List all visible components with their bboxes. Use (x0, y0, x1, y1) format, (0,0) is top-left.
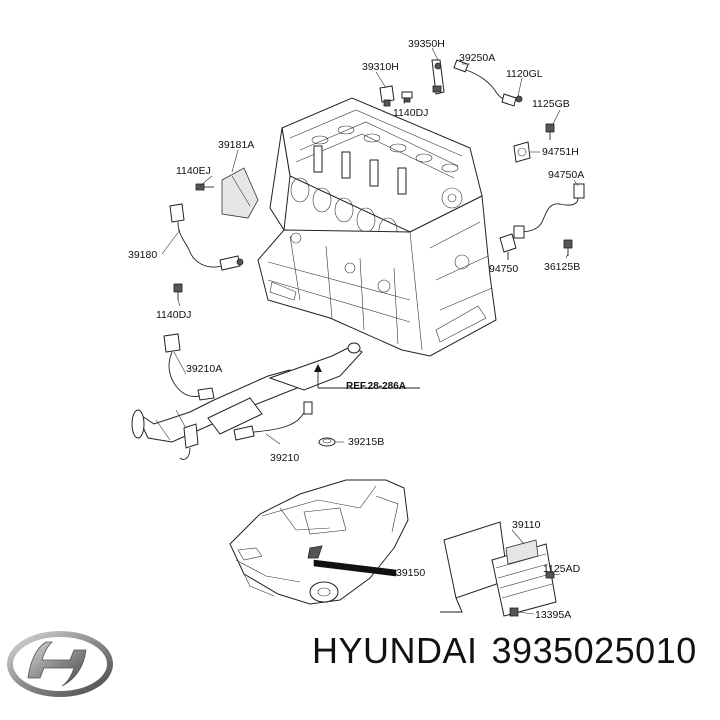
label-39210: 39210 (270, 452, 299, 464)
label-39250a: 39250A (459, 52, 495, 64)
part-title: HYUNDAI 3935025010 (312, 630, 711, 672)
exhaust-pipe (131, 342, 363, 443)
sensor-39310h (379, 85, 395, 107)
brand-name: HYUNDAI (312, 630, 478, 671)
label-1140ej: 1140EJ (176, 165, 211, 177)
engine-block (257, 97, 497, 357)
label-13395a: 13395A (535, 609, 571, 621)
label-39181a: 39181A (218, 139, 254, 151)
car-to-ecu-leader (313, 559, 397, 577)
label-94750: 94750 (489, 263, 518, 275)
heat-shield-39181a (221, 167, 259, 219)
sensor-94751h (513, 141, 531, 163)
ecu-39110 (440, 521, 557, 617)
label-1140dj-bottom: 1140DJ (156, 309, 191, 321)
sensor-39210 (233, 401, 313, 441)
bolt-36125b (563, 239, 573, 256)
label-39210a: 39210A (186, 363, 222, 375)
label-39110: 39110 (512, 519, 541, 531)
sensor-39180 (169, 203, 244, 271)
label-1140dj-top: 1140DJ (393, 107, 428, 119)
car (229, 479, 409, 605)
part-number: 3935025010 (491, 630, 697, 671)
grommet-39215b (318, 437, 336, 447)
label-1125ad: 1125AD (543, 563, 581, 575)
label-39350h: 39350H (408, 38, 445, 50)
label-94750a: 94750A (548, 169, 584, 181)
label-1120gl: 1120GL (506, 68, 543, 80)
sensor-94750a (513, 183, 585, 239)
sensor-39250a (453, 59, 523, 107)
label-39310h: 39310H (362, 61, 399, 73)
bolt-1125gb (545, 123, 555, 140)
bolt-1140dj-top (401, 91, 413, 103)
nut-13395a (509, 607, 519, 617)
sensor-39210a (163, 333, 215, 460)
label-39150: 39150 (396, 567, 425, 579)
label-36125b: 36125B (544, 261, 580, 273)
label-ref-28-286a: REF.28-286A (346, 381, 406, 392)
leader-lines (161, 47, 579, 615)
label-94751h: 94751H (542, 146, 579, 158)
hyundai-logo-icon (7, 631, 113, 697)
sensor-39350h (431, 59, 445, 95)
label-1125gb: 1125GB (532, 98, 570, 110)
ref-arrow (314, 364, 420, 389)
label-39180: 39180 (128, 249, 157, 261)
bolt-1140dj-bottom (173, 283, 183, 300)
bolt-1140ej (195, 183, 214, 191)
label-39215b: 39215B (348, 436, 384, 448)
